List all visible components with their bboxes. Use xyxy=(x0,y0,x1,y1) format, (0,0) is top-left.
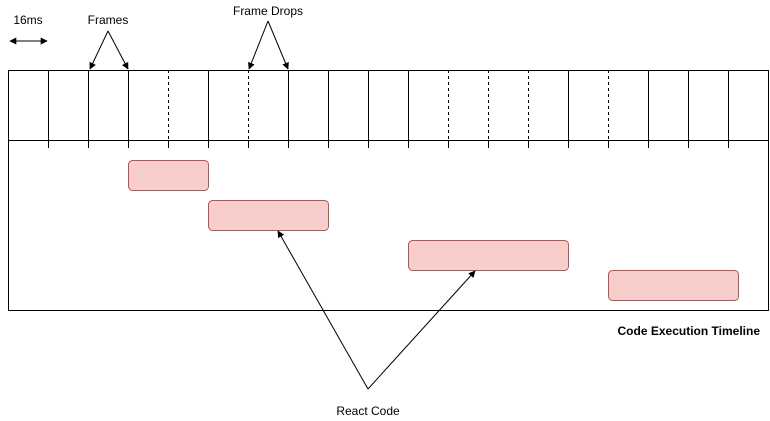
timeline-title: Code Execution Timeline xyxy=(618,324,761,338)
react-code-blocks xyxy=(128,160,739,301)
frames-label: Frames xyxy=(88,13,129,27)
react-code-arrow-left xyxy=(277,230,369,390)
frames-strip xyxy=(8,70,769,141)
frame-dividers xyxy=(48,70,729,140)
duration-label: 16ms xyxy=(13,13,42,27)
react-code-block xyxy=(208,200,329,231)
react-code-block xyxy=(608,270,739,301)
react-code-arrow-right xyxy=(367,270,476,390)
react-code-block xyxy=(128,160,209,191)
react-code-label: React Code xyxy=(336,404,400,418)
frame-ticks xyxy=(48,140,729,148)
frames-arrow-right xyxy=(107,30,129,70)
frame-drops-arrow-right xyxy=(267,20,289,70)
react-code-block xyxy=(408,240,569,271)
code-execution-timeline xyxy=(8,140,769,311)
frame-drops-arrow-left xyxy=(248,20,269,70)
frames-arrow-left xyxy=(89,30,109,70)
frame-drops-label: Frame Drops xyxy=(233,4,303,18)
